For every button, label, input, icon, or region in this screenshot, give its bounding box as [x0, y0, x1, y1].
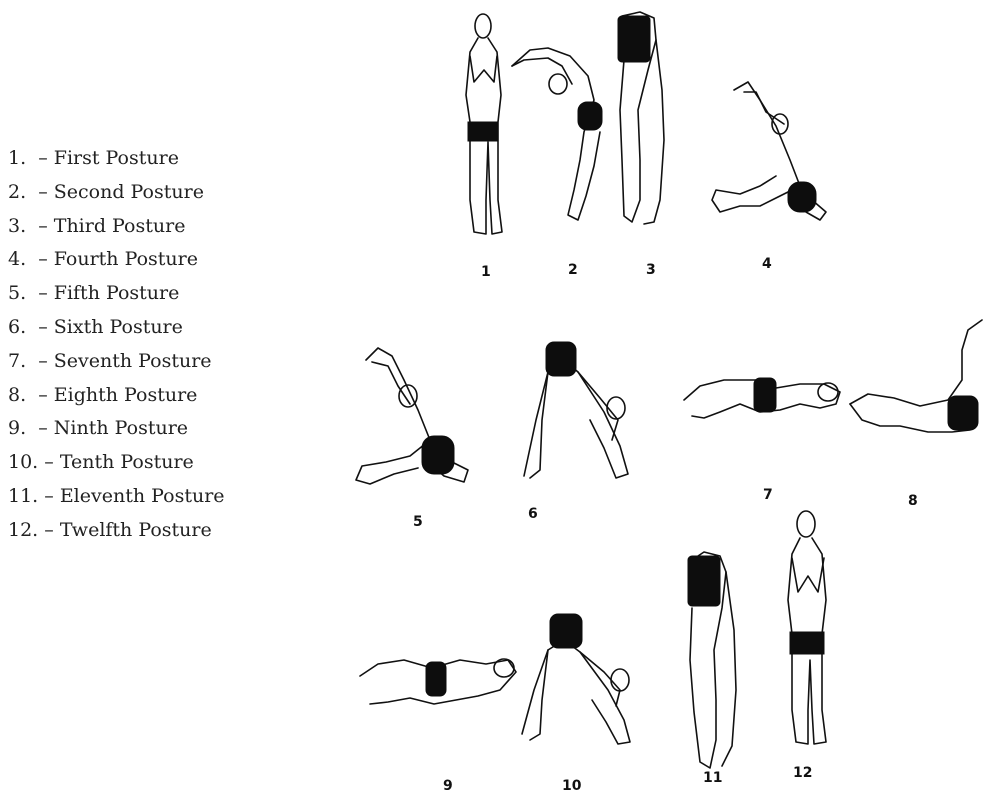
posture-figure-10 — [522, 614, 630, 744]
figure-number-11: 11 — [703, 770, 722, 786]
posture-figure-7 — [684, 378, 840, 418]
figure-number-3: 3 — [646, 262, 656, 278]
posture-figure-6 — [524, 342, 628, 478]
figure-number-7: 7 — [763, 487, 773, 503]
posture-figure-12 — [788, 511, 826, 744]
posture-figure-4 — [712, 82, 826, 220]
figure-number-8: 8 — [908, 493, 918, 509]
figure-number-10: 10 — [562, 778, 581, 794]
figure-number-9: 9 — [443, 778, 453, 794]
posture-figure-1 — [466, 14, 502, 234]
posture-figure-9 — [360, 659, 516, 704]
posture-figure-2 — [512, 48, 602, 220]
figure-number-5: 5 — [413, 514, 423, 530]
figure-number-1: 1 — [481, 264, 491, 280]
posture-figure-3 — [618, 12, 664, 224]
figure-number-6: 6 — [528, 506, 538, 522]
figure-number-2: 2 — [568, 262, 578, 278]
figure-number-4: 4 — [762, 256, 772, 272]
posture-figure-11 — [688, 552, 736, 768]
posture-figure-8 — [850, 320, 982, 432]
posture-figure-5 — [356, 348, 468, 484]
figure-number-12: 12 — [793, 765, 812, 781]
